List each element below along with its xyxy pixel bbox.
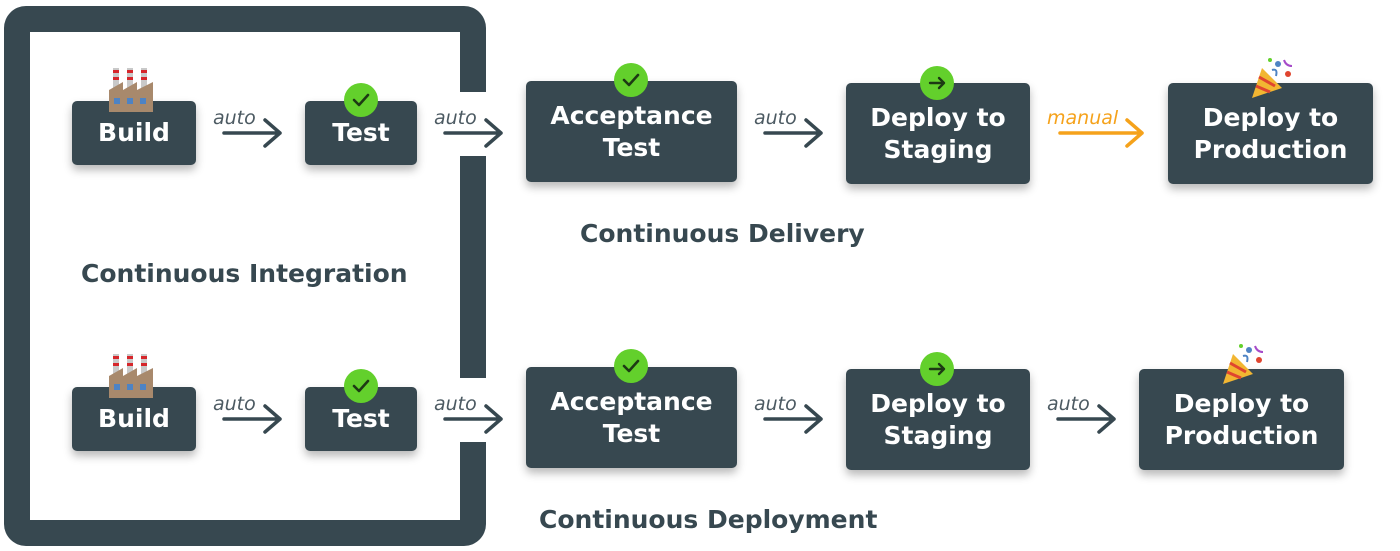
arrow-right-icon	[1058, 118, 1144, 148]
factory-icon	[109, 68, 153, 112]
build-box: Build	[72, 101, 196, 165]
acceptance-test-box: Acceptance Test	[526, 81, 737, 182]
arrow-right-icon	[443, 118, 503, 148]
arrow-label: auto	[213, 107, 256, 129]
build-label: Build	[98, 404, 170, 434]
party-popper-icon	[1223, 344, 1264, 384]
arrow-right-icon	[920, 66, 954, 100]
arrow-label: auto	[434, 393, 477, 415]
arrow-right-icon	[222, 118, 282, 148]
continuous-integration-label: Continuous Integration	[81, 259, 408, 288]
deploy-staging-label: Deploy to Staging	[870, 389, 1006, 450]
test-label: Test	[332, 404, 390, 434]
factory-icon	[109, 354, 153, 398]
arrow-label: auto	[213, 393, 256, 415]
arrow-label: auto	[754, 393, 797, 415]
arrow-right-icon	[1056, 404, 1116, 434]
check-mark-icon	[614, 349, 648, 383]
arrow-right-icon	[443, 404, 503, 434]
arrow-label-manual: manual	[1047, 107, 1119, 129]
check-mark-icon	[344, 369, 378, 403]
deploy-production-label: Deploy to Production	[1193, 103, 1348, 164]
arrow-right-icon	[763, 118, 823, 148]
acceptance-test-box: Acceptance Test	[526, 367, 737, 468]
acceptance-test-label: Acceptance Test	[550, 387, 713, 448]
deploy-production-label: Deploy to Production	[1164, 389, 1319, 450]
check-mark-icon	[614, 63, 648, 97]
arrow-label: auto	[1047, 393, 1090, 415]
build-label: Build	[98, 118, 170, 148]
arrow-right-icon	[222, 404, 282, 434]
continuous-deployment-label: Continuous Deployment	[539, 505, 878, 534]
arrow-right-icon	[763, 404, 823, 434]
deploy-staging-label: Deploy to Staging	[870, 103, 1006, 164]
party-popper-icon	[1252, 58, 1293, 98]
check-mark-icon	[344, 83, 378, 117]
acceptance-test-label: Acceptance Test	[550, 101, 713, 162]
deploy-production-box: Deploy to Production	[1139, 369, 1344, 470]
test-label: Test	[332, 118, 390, 148]
arrow-label: auto	[754, 107, 797, 129]
arrow-label: auto	[434, 107, 477, 129]
arrow-right-icon	[920, 352, 954, 386]
continuous-delivery-label: Continuous Delivery	[580, 219, 865, 248]
deploy-production-box: Deploy to Production	[1168, 83, 1373, 184]
